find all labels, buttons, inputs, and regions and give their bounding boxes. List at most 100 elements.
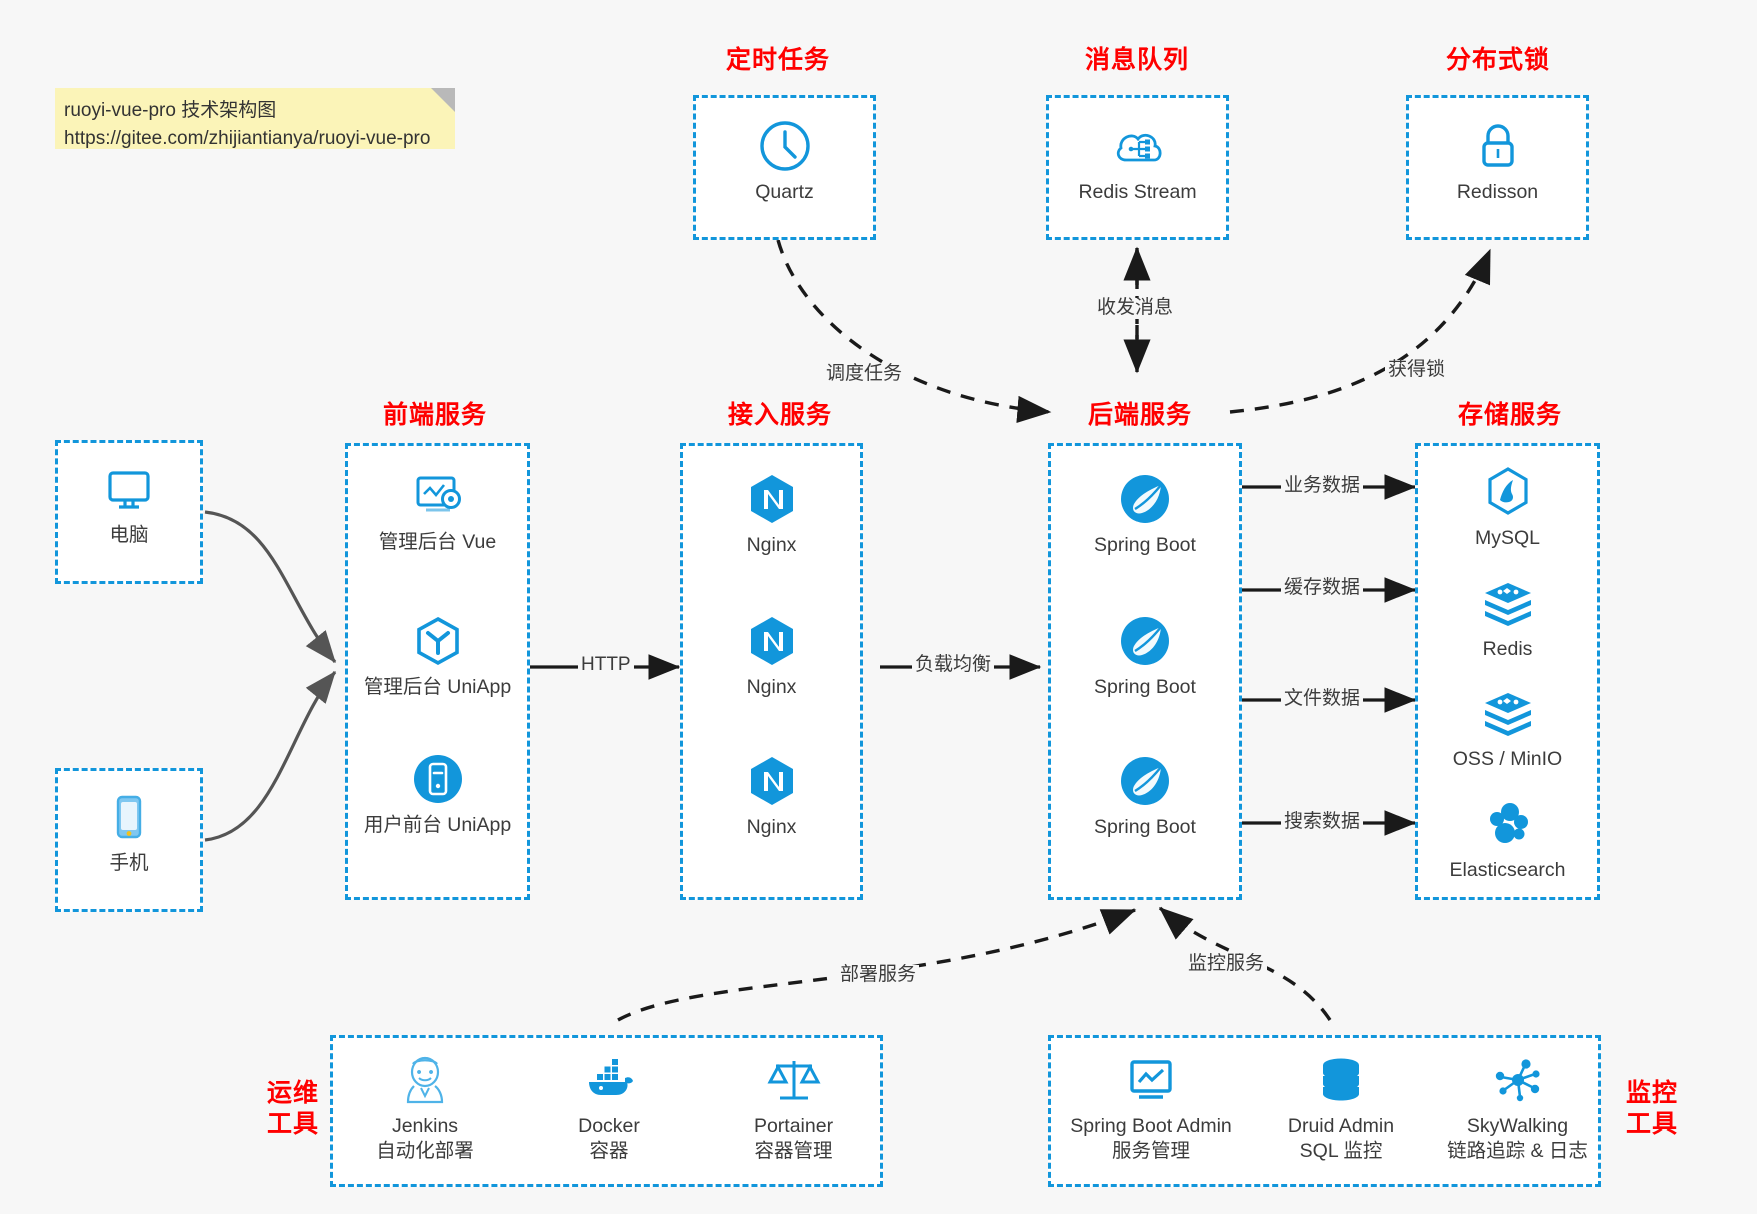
mobile-app-circle-icon [410, 751, 466, 807]
box-storage-service: MySQL Redis [1415, 443, 1600, 900]
node-label: 管理后台 Vue [378, 531, 497, 553]
edge-schedule-task [776, 239, 1052, 423]
redis-icon [1480, 575, 1536, 631]
node-label: Nginx [746, 816, 797, 838]
node-phone[interactable]: 手机 [58, 789, 200, 876]
edge-label-file-data: 文件数据 [1281, 688, 1364, 710]
edge-label-cache-data: 缓存数据 [1281, 577, 1364, 599]
group-title-distributed-lock: 分布式锁 [1445, 46, 1550, 74]
node-label: Portainer [753, 1115, 834, 1137]
node-label: Redisson [1456, 181, 1539, 203]
edge-phone-to-frontend [204, 670, 337, 842]
object-storage-icon [1480, 685, 1536, 741]
node-computer[interactable]: 电脑 [58, 461, 200, 548]
group-title-storage-service: 存储服务 [1457, 401, 1562, 429]
group-title-monitor-tools: 监控 工具 [1617, 1078, 1687, 1141]
edge-label-acquire-lock: 获得锁 [1385, 359, 1449, 381]
sticky-note: ruoyi-vue-pro 技术架构图 https://gitee.com/zh… [55, 88, 455, 149]
edge-label-schedule-task: 调度任务 [823, 363, 906, 385]
dashboard-gear-icon [410, 468, 466, 524]
node-label: Nginx [746, 676, 797, 698]
monitor-chart-icon [1123, 1052, 1179, 1108]
docker-icon [581, 1052, 637, 1108]
node-admin-uniapp[interactable]: 管理后台 UniApp [348, 613, 527, 700]
devops-title-line1: 运维 [266, 1079, 319, 1107]
node-admin-vue[interactable]: 管理后台 Vue [348, 468, 527, 555]
node-nginx-3[interactable]: Nginx [683, 753, 860, 840]
node-sublabel: 链路追踪 & 日志 [1447, 1139, 1588, 1162]
node-spring-boot-3[interactable]: Spring Boot [1051, 753, 1239, 840]
nginx-icon [744, 613, 800, 669]
node-nginx-1[interactable]: Nginx [683, 471, 860, 558]
cloud-stream-icon [1110, 118, 1166, 174]
node-label: 用户前台 UniApp [363, 814, 512, 836]
group-title-scheduled-task: 定时任务 [725, 46, 830, 74]
note-line-title: ruoyi-vue-pro 技术架构图 [64, 100, 277, 121]
nginx-icon [744, 471, 800, 527]
node-docker[interactable]: Docker 容器 [517, 1052, 701, 1164]
skywalking-icon [1490, 1052, 1546, 1108]
node-sublabel: SQL 监控 [1299, 1139, 1383, 1162]
note-line-url: https://gitee.com/zhijiantianya/ruoyi-vu… [64, 127, 431, 149]
lock-icon [1470, 118, 1526, 174]
node-portainer[interactable]: Portainer 容器管理 [701, 1052, 886, 1164]
node-spring-boot-2[interactable]: Spring Boot [1051, 613, 1239, 700]
box-frontend-service: 管理后台 Vue 管理后台 UniApp 用户前台 UniApp [345, 443, 530, 900]
clock-icon [757, 118, 813, 174]
note-fold-corner [431, 88, 455, 112]
box-message-queue: Redis Stream [1046, 95, 1229, 240]
node-label: Spring Boot [1094, 534, 1196, 556]
edge-label-search-data: 搜索数据 [1281, 811, 1364, 833]
group-title-backend-service: 后端服务 [1087, 401, 1192, 429]
node-user-uniapp[interactable]: 用户前台 UniApp [348, 751, 527, 838]
mobile-phone-icon [101, 789, 157, 845]
group-title-gateway-service: 接入服务 [727, 401, 832, 429]
edge-computer-to-frontend [204, 510, 337, 664]
monitor-title-line1: 监控 [1625, 1079, 1678, 1107]
devops-title-line2: 工具 [266, 1110, 319, 1139]
node-label: 电脑 [109, 524, 149, 546]
node-druid-admin[interactable]: Druid Admin SQL 监控 [1251, 1052, 1431, 1164]
edge-acquire-lock [1229, 248, 1492, 414]
node-mysql[interactable]: MySQL [1418, 464, 1597, 551]
node-redis[interactable]: Redis [1418, 575, 1597, 662]
node-jenkins[interactable]: Jenkins 自动化部署 [333, 1052, 517, 1164]
node-spring-boot-1[interactable]: Spring Boot [1051, 471, 1239, 558]
edge-label-send-recv-msg: 收发消息 [1094, 297, 1177, 319]
uniapp-hex-icon [410, 613, 466, 669]
elasticsearch-icon [1480, 796, 1536, 852]
node-label: Druid Admin [1287, 1115, 1395, 1137]
edge-label-load-balance: 负载均衡 [912, 654, 995, 676]
group-title-message-queue: 消息队列 [1084, 46, 1189, 74]
node-skywalking[interactable]: SkyWalking 链路追踪 & 日志 [1431, 1052, 1604, 1164]
box-phone: 手机 [55, 768, 203, 912]
node-redis-stream[interactable]: Redis Stream [1049, 118, 1226, 205]
nginx-icon [744, 753, 800, 809]
node-label: Spring Boot [1094, 816, 1196, 838]
edge-label-http: HTTP [578, 654, 634, 676]
box-backend-service: Spring Boot Spring Boot Spring Boot [1048, 443, 1242, 900]
desktop-icon [101, 461, 157, 517]
node-oss-minio[interactable]: OSS / MinIO [1418, 685, 1597, 772]
mysql-icon [1480, 464, 1536, 520]
node-label: MySQL [1474, 527, 1540, 549]
node-elasticsearch[interactable]: Elasticsearch [1418, 796, 1597, 883]
spring-boot-icon [1117, 471, 1173, 527]
group-title-devops-tools: 运维 工具 [258, 1078, 328, 1141]
box-computer: 电脑 [55, 440, 203, 584]
node-label: Spring Boot [1094, 676, 1196, 698]
node-sublabel: 容器管理 [754, 1139, 833, 1162]
node-quartz[interactable]: Quartz [696, 118, 873, 205]
node-redisson[interactable]: Redisson [1409, 118, 1586, 205]
node-label: Redis [1482, 638, 1533, 660]
box-scheduled-task: Quartz [693, 95, 876, 240]
edge-label-monitor-service: 监控服务 [1185, 953, 1268, 975]
jenkins-icon [397, 1052, 453, 1108]
edge-label-deploy-service: 部署服务 [837, 964, 920, 986]
node-label: Redis Stream [1078, 181, 1197, 203]
node-spring-boot-admin[interactable]: Spring Boot Admin 服务管理 [1051, 1052, 1251, 1164]
box-monitor-tools: Spring Boot Admin 服务管理 Druid Admin SQL 监… [1048, 1035, 1601, 1187]
node-nginx-2[interactable]: Nginx [683, 613, 860, 700]
box-gateway-service: Nginx Nginx Nginx [680, 443, 863, 900]
